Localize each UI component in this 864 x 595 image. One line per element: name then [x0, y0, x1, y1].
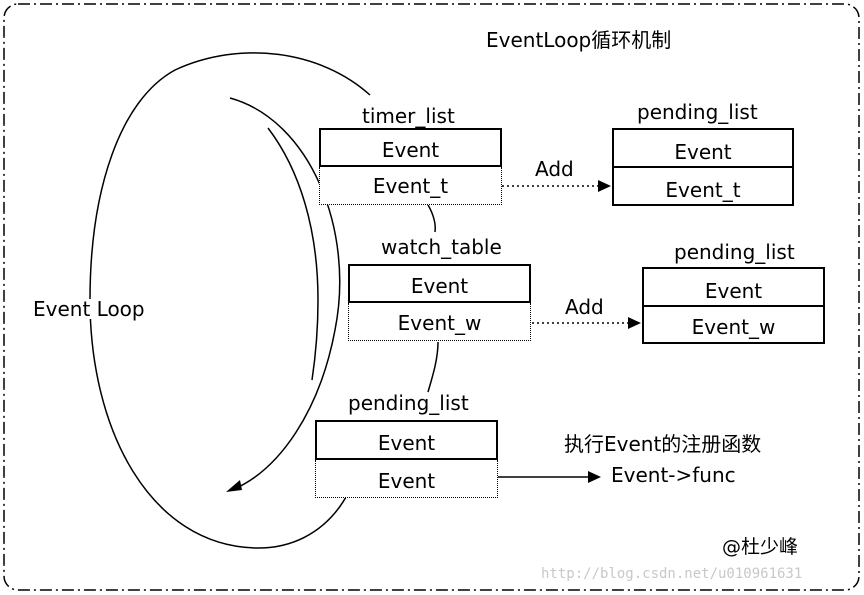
- diagram-title: EventLoop循环机制: [486, 28, 672, 52]
- inner-loop-arrow: [229, 97, 341, 491]
- add-label-1: Add: [535, 157, 574, 181]
- inner-loop-arrowhead: [226, 480, 242, 492]
- watch-table-cell-event-w-text: Event_w: [397, 311, 482, 335]
- timer-list-label: timer_list: [362, 104, 455, 128]
- timer-list-cell-event-text: Event: [381, 138, 440, 162]
- pending-list-w-label: pending_list: [674, 240, 795, 264]
- pending-list-bottom-cell-1-text: Event: [377, 431, 436, 455]
- pending-list-bottom-cell-2: Event: [315, 460, 498, 498]
- pending-list-w-cell-event-text: Event: [704, 279, 763, 303]
- watch-table-cell-event-text: Event: [410, 274, 469, 298]
- event-loop-label: Event Loop: [33, 297, 145, 321]
- author-signature: @杜少峰: [722, 536, 799, 558]
- watch-table-cell-event-w: Event_w: [348, 303, 531, 341]
- pending-list-w-cell-event: Event: [642, 267, 825, 307]
- watermark-url: http://blog.csdn.net/u010961631: [541, 566, 803, 582]
- timer-list-cell-event-t-text: Event_t: [372, 174, 449, 198]
- connector-timer-watch: [427, 204, 436, 233]
- watch-table-cell-event: Event: [348, 264, 531, 303]
- outer-frame: [3, 3, 860, 591]
- pending-list-t-cell-event-t: Event_t: [612, 166, 794, 206]
- timer-list-cell-event: Event: [319, 128, 502, 167]
- execute-call: Event->func: [611, 463, 736, 487]
- pending-list-t-cell-event-t-text: Event_t: [665, 178, 741, 202]
- add-arrow-1-head: [598, 180, 611, 192]
- execute-label: 执行Event的注册函数: [564, 432, 762, 456]
- event-loop-right-segment-2: [311, 299, 319, 381]
- add-label-2: Add: [565, 295, 604, 319]
- pending-list-bottom-cell-2-text: Event: [377, 469, 436, 493]
- connector-watch-pending: [427, 341, 439, 393]
- pending-list-w-cell-event-w: Event_w: [642, 305, 825, 344]
- pending-list-bottom-cell-1: Event: [315, 420, 498, 460]
- watch-table-label: watch_table: [381, 235, 502, 259]
- pending-list-t-cell-event: Event: [612, 128, 794, 168]
- execute-arrow-head: [588, 471, 601, 483]
- event-loop-right-segment-1: [267, 127, 319, 301]
- pending-list-bottom-label: pending_list: [348, 391, 469, 415]
- pending-list-t-cell-event-text: Event: [674, 140, 732, 164]
- pending-list-w-cell-event-w-text: Event_w: [691, 315, 776, 339]
- add-arrow-2-head: [628, 317, 641, 329]
- timer-list-cell-event-t: Event_t: [319, 167, 502, 205]
- pending-list-t-label: pending_list: [637, 100, 758, 124]
